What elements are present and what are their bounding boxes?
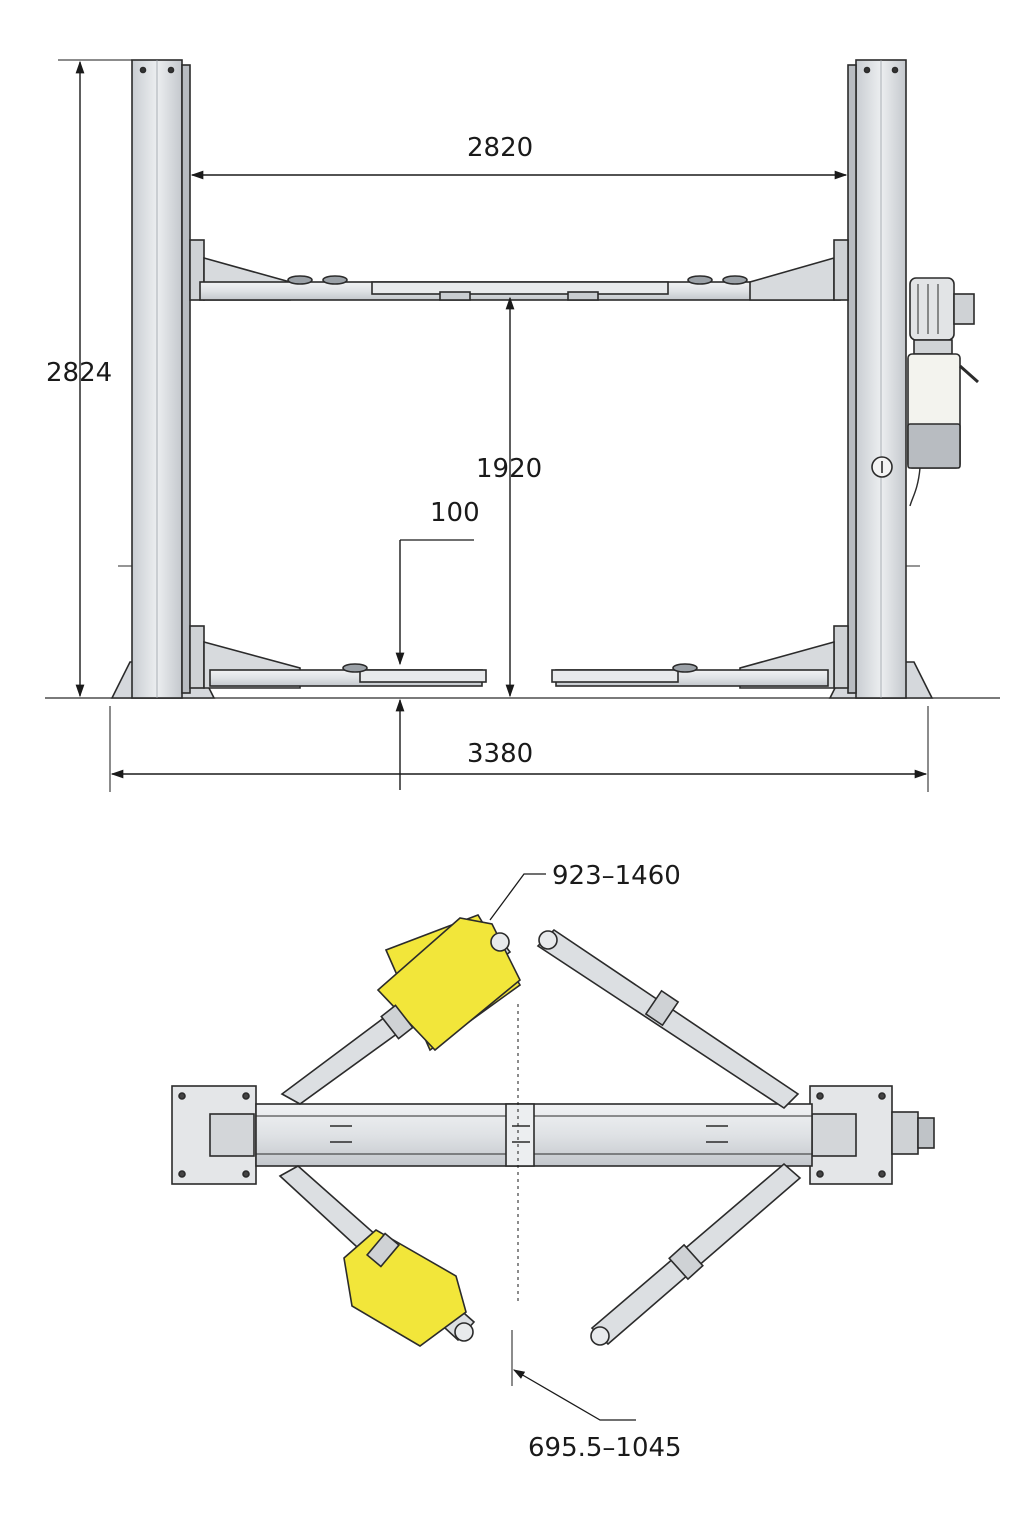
arm-reach-short-label: 695.5–1045 [528,1433,682,1463]
left-base-plate [171,1085,257,1185]
power-unit [907,277,979,507]
right-base-plate [809,1085,935,1185]
min-height-label: 100 [430,498,480,528]
inner-width-label: 2820 [467,133,533,163]
front-view-dimensions [58,59,929,792]
arm-reach-short-leader [512,1369,636,1421]
right-post [828,59,934,699]
arm-reach-long-leader [489,873,546,921]
lift-height-label: 1920 [476,454,542,484]
arm-upper-right [536,928,800,1110]
upper-lift-arms [189,239,849,301]
front-view [45,59,1000,699]
arm-lower-right [590,1162,802,1346]
top-view [171,914,935,1347]
post-height-label: 2824 [46,358,112,388]
arm-upper-left [280,914,522,1105]
arm-reach-long-label: 923–1460 [552,861,681,891]
center-beam [255,1103,813,1167]
left-post [110,59,216,699]
top-view-dimensions [489,873,636,1421]
overall-width-label: 3380 [467,739,533,769]
arm-lower-left [278,1165,476,1347]
lower-lift-arms [189,625,849,689]
